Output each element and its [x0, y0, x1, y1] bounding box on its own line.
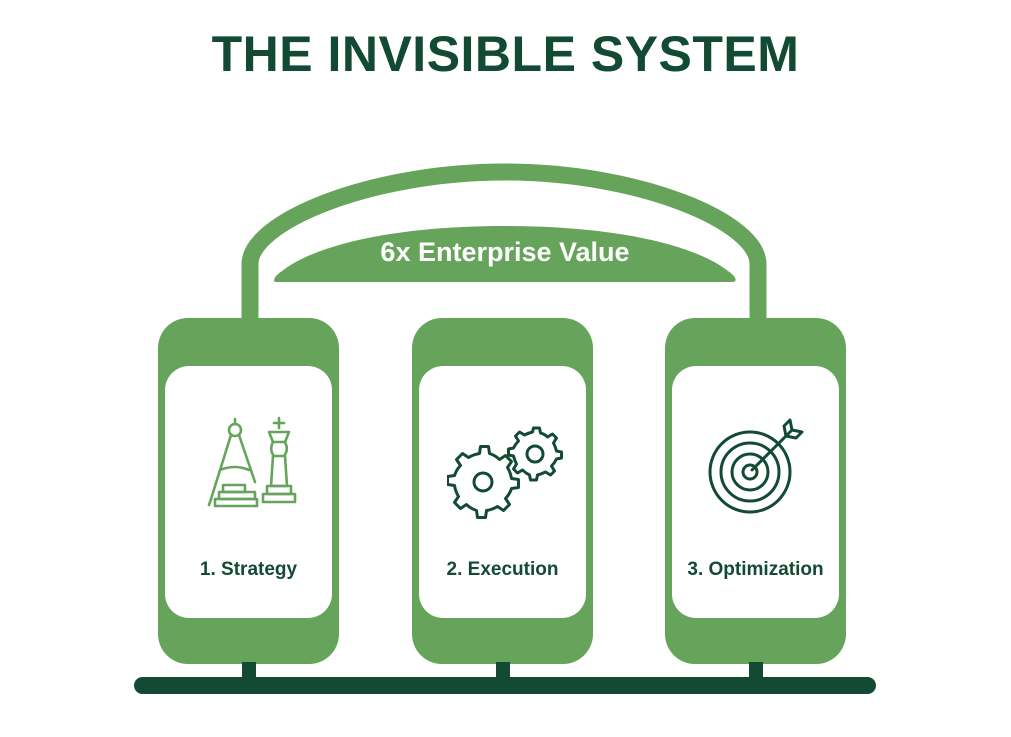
pillar-card: 1. Strategy — [165, 366, 332, 618]
pillar-label: 3. Optimization — [687, 559, 824, 580]
chess-compass-icon — [193, 416, 303, 526]
page-title: THE INVISIBLE SYSTEM — [211, 26, 800, 82]
target-icon — [700, 416, 810, 526]
arch-label: 6x Enterprise Value — [380, 237, 630, 267]
pillar-execution: 2. Execution — [412, 318, 593, 664]
pillar-card: 2. Execution — [419, 366, 586, 618]
arch-banner — [274, 226, 736, 282]
gears-icon — [446, 416, 563, 526]
base-bar — [134, 677, 876, 694]
pillar-card: 3. Optimization — [672, 366, 839, 618]
pillar-strategy: 1. Strategy — [158, 318, 339, 664]
arch-curve — [241, 163, 767, 320]
pillar-optimization: 3. Optimization — [665, 318, 846, 664]
pillar-label: 1. Strategy — [199, 559, 298, 580]
pillar-label: 2. Execution — [446, 559, 559, 580]
